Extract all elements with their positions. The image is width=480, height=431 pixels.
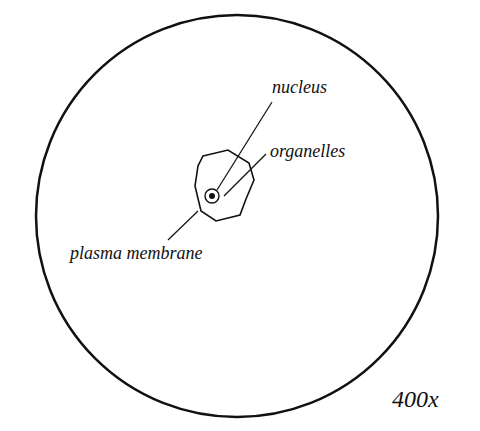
part-label: nucleus	[272, 78, 327, 98]
cell-outline	[195, 150, 254, 221]
nucleus-outline	[205, 189, 219, 203]
leader-line	[217, 102, 272, 190]
part-label: plasma membrane	[70, 244, 203, 264]
leader-line	[224, 154, 266, 196]
magnification-label: 400x	[392, 386, 439, 412]
part-label: organelles	[270, 142, 345, 162]
nucleolus-dot	[209, 193, 215, 199]
leader-line	[168, 211, 198, 240]
field-of-view	[36, 15, 438, 417]
